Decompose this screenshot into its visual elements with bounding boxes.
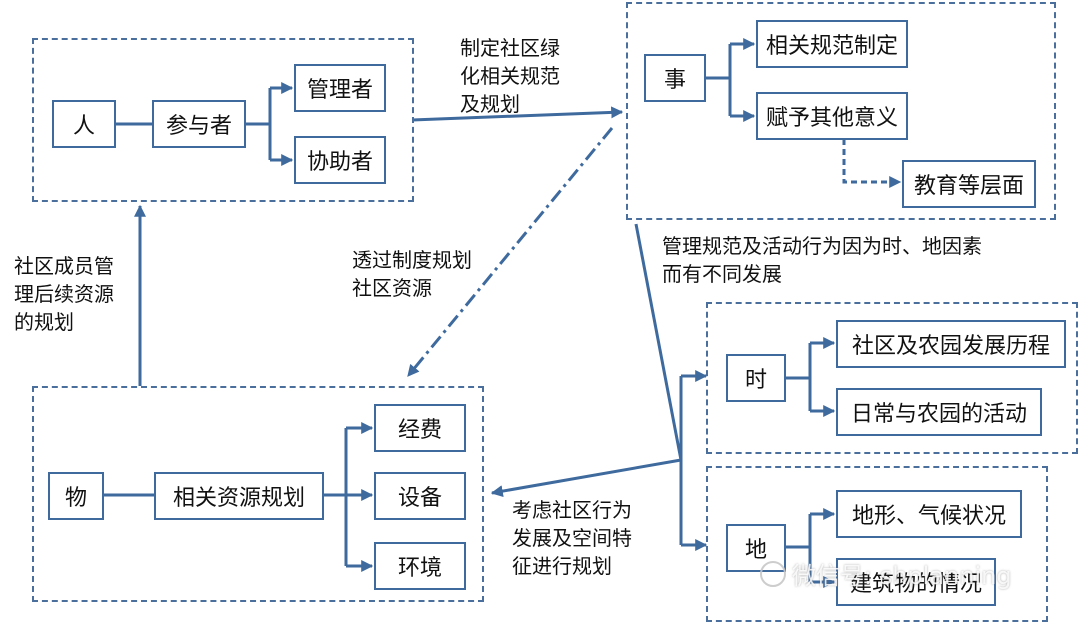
person-node: 人 — [52, 100, 116, 148]
watermark-text: 微信号: shplanning — [792, 562, 1012, 590]
history-node: 社区及农园发展历程 — [836, 320, 1066, 368]
label-affair-to-timeplace: 管理规范及活动行为因为时、地因素 而有不同发展 — [662, 234, 982, 286]
label-person-to-affair: 制定社区绿 化相关规范 及规划 — [460, 36, 560, 116]
label-timeplace-to-object: 考虑社区行为 发展及空间特 征进行规划 — [512, 498, 632, 578]
other-meaning-node: 赋予其他意义 — [756, 92, 908, 140]
object-node: 物 — [48, 472, 104, 520]
place-node: 地 — [726, 524, 786, 572]
terrain-node: 地形、气候状况 — [836, 490, 1022, 538]
buildings-node: 建筑物的情况 — [836, 558, 996, 606]
affair-group — [626, 2, 1056, 220]
environment-node: 环境 — [374, 542, 466, 590]
label-object-to-person: 社区成员管 理后续资源 的规划 — [14, 254, 114, 334]
edge-timeplace-to-object — [490, 458, 682, 498]
funds-node: 经费 — [374, 404, 466, 452]
edge-affair-to-timeplace — [634, 223, 683, 461]
time-group — [706, 302, 1078, 454]
place-group — [706, 466, 1048, 622]
affair-node: 事 — [644, 54, 706, 102]
label-affair-to-object: 透过制度规划 社区资源 — [352, 248, 472, 300]
equipment-node: 设备 — [374, 472, 466, 520]
object-group — [32, 386, 484, 602]
edge-person-to-affair — [411, 106, 624, 122]
norm-making-node: 相关规范制定 — [756, 20, 908, 68]
participant-node: 参与者 — [152, 100, 246, 148]
daily-node: 日常与农园的活动 — [836, 388, 1042, 436]
education-node: 教育等层面 — [902, 160, 1036, 208]
time-node: 时 — [726, 354, 786, 402]
wechat-icon — [760, 560, 786, 587]
manager-node: 管理者 — [294, 64, 386, 112]
person-group — [32, 38, 414, 202]
resource-plan-node: 相关资源规划 — [154, 472, 324, 520]
watermark: 微信号: shplanning — [760, 556, 1012, 591]
assistant-node: 协助者 — [294, 136, 386, 184]
